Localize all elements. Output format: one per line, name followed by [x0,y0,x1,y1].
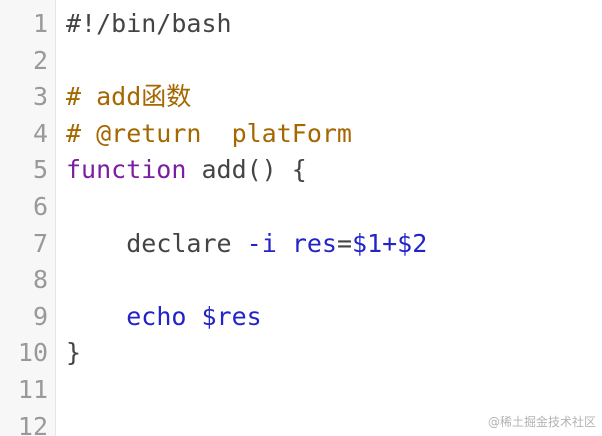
command-declare: declare [126,228,247,258]
line-number: 3 [32,82,48,112]
code-line-empty[interactable] [66,189,602,226]
code-line-empty[interactable] [66,372,602,409]
code-line-function-def[interactable]: function add() { [66,152,602,189]
code-line-shebang[interactable]: #!/bin/bash [66,9,232,38]
assign-operator: = [336,228,353,258]
code-line-echo[interactable]: echo $res [66,299,602,336]
option-flag: -i [246,228,277,258]
variable-reference: $res [201,301,262,331]
line-number: 8 [32,265,48,295]
line-number: 6 [32,191,48,221]
line-number: 4 [32,118,48,148]
code-area[interactable]: #!/bin/bash # add函数 # @return platForm f… [56,0,602,436]
keyword-function: function [66,155,187,185]
watermark: @稀土掘金技术社区 [487,415,596,429]
line-number: 5 [32,155,48,185]
line-number-gutter: 1 2 3 4 5 6 7 8 9 10 11 12 [0,0,56,436]
space [186,302,201,331]
code-line-empty[interactable] [66,43,602,80]
variable-name: res [291,228,337,258]
line-number: 9 [32,301,48,331]
line-number: 11 [17,374,48,404]
code-line-empty[interactable] [66,262,602,299]
code-line-declare[interactable]: declare -i res=$1+$2 [66,226,602,263]
line-number: 1 [32,9,48,38]
line-number: 2 [32,45,48,75]
code-line-close-brace[interactable]: } [66,338,82,368]
space [277,229,292,258]
code-line-comment[interactable]: # @return platForm [66,118,352,148]
code-line-comment[interactable]: # add函数 [66,82,192,112]
expression-value: $1+$2 [352,228,428,258]
function-signature: add() { [186,155,307,185]
line-number: 10 [17,338,48,368]
line-number: 12 [17,411,48,436]
line-number: 7 [32,228,48,258]
command-echo: echo [126,301,187,331]
indent [66,229,126,258]
indent [66,302,126,331]
